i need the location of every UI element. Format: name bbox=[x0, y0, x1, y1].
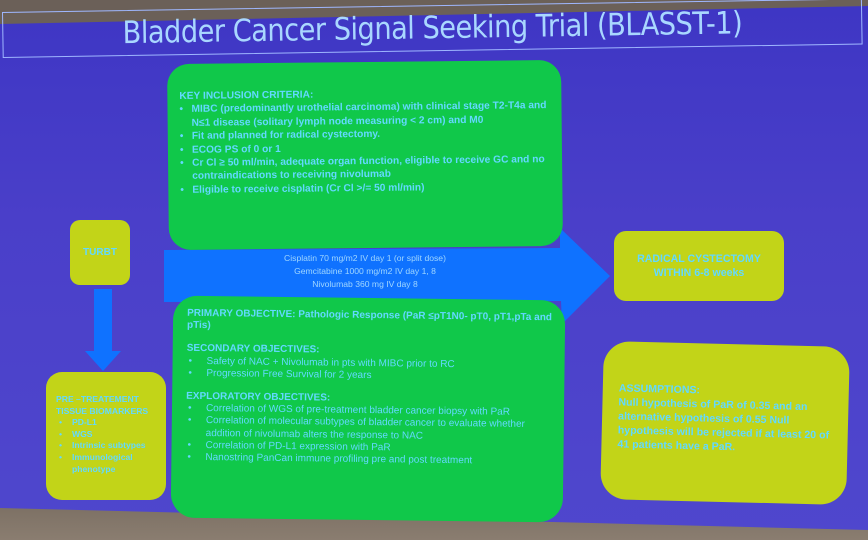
inclusion-criteria-box: KEY INCLUSION CRITERIA: MIBC (predominan… bbox=[167, 59, 563, 251]
turbt-box: TURBT bbox=[70, 220, 130, 285]
assumptions-text: Null hypothesis of PaR of 0.35 and an al… bbox=[617, 396, 830, 454]
slide-title: Bladder Cancer Signal Seeking Trial (BLA… bbox=[122, 5, 743, 52]
objectives-box: PRIMARY OBJECTIVE: Pathologic Response (… bbox=[170, 295, 566, 523]
primary-objective-label: PRIMARY OBJECTIVE: bbox=[187, 307, 296, 321]
regimen-cisplatin: Cisplatin 70 mg/m2 IV day 1 (or split do… bbox=[284, 253, 446, 263]
radical-cystectomy-box: RADICAL CYSTECTOMY WITHIN 6-8 weeks bbox=[614, 231, 784, 301]
radical-cystectomy-line2: WITHIN 6-8 weeks bbox=[653, 267, 745, 279]
inclusion-list: MIBC (predominantly urothelial carcinoma… bbox=[179, 99, 552, 197]
inclusion-item: Cr Cl ≥ 50 ml/min, adequate organ functi… bbox=[180, 153, 552, 184]
inclusion-item: Eligible to receive cisplatin (Cr Cl >/=… bbox=[180, 180, 552, 197]
biomarker-item: Intrinsic subtypes bbox=[56, 440, 160, 452]
biomarkers-list: PD-L1 WGS Intrinsic subtypes Immunologic… bbox=[56, 417, 160, 475]
biomarkers-heading-line1: PRE –TREATEMENT bbox=[56, 394, 139, 404]
biomarker-item: Immunological phenotype bbox=[56, 452, 160, 475]
radical-cystectomy-line1: RADICAL CYSTECTOMY bbox=[637, 253, 761, 265]
biomarker-item: WGS bbox=[56, 429, 160, 441]
inclusion-item: MIBC (predominantly urothelial carcinoma… bbox=[179, 99, 551, 130]
turbt-label: TURBT bbox=[83, 247, 117, 258]
exploratory-objectives-list: Correlation of WGS of pre-treatment blad… bbox=[185, 403, 554, 469]
assumptions-box: ASSUMPTIONS: Null hypothesis of PaR of 0… bbox=[600, 341, 850, 505]
turbt-down-arrow bbox=[85, 289, 121, 371]
secondary-objectives-list: Safety of NAC + Nivolumab in pts with MI… bbox=[186, 355, 554, 384]
turbt-down-arrow-shape bbox=[85, 289, 121, 371]
treatment-regimen: Cisplatin 70 mg/m2 IV day 1 (or split do… bbox=[180, 252, 550, 291]
biomarker-item: PD-L1 bbox=[56, 417, 160, 429]
regimen-gemcitabine: Gemcitabine 1000 mg/m2 IV day 1, 8 bbox=[294, 266, 436, 276]
biomarkers-box: PRE –TREATEMENT TISSUE BIOMARKERS PD-L1 … bbox=[46, 372, 166, 500]
regimen-nivolumab: Nivolumab 360 mg IV day 8 bbox=[312, 279, 418, 289]
biomarkers-heading-line2: TISSUE BIOMARKERS bbox=[56, 405, 149, 416]
